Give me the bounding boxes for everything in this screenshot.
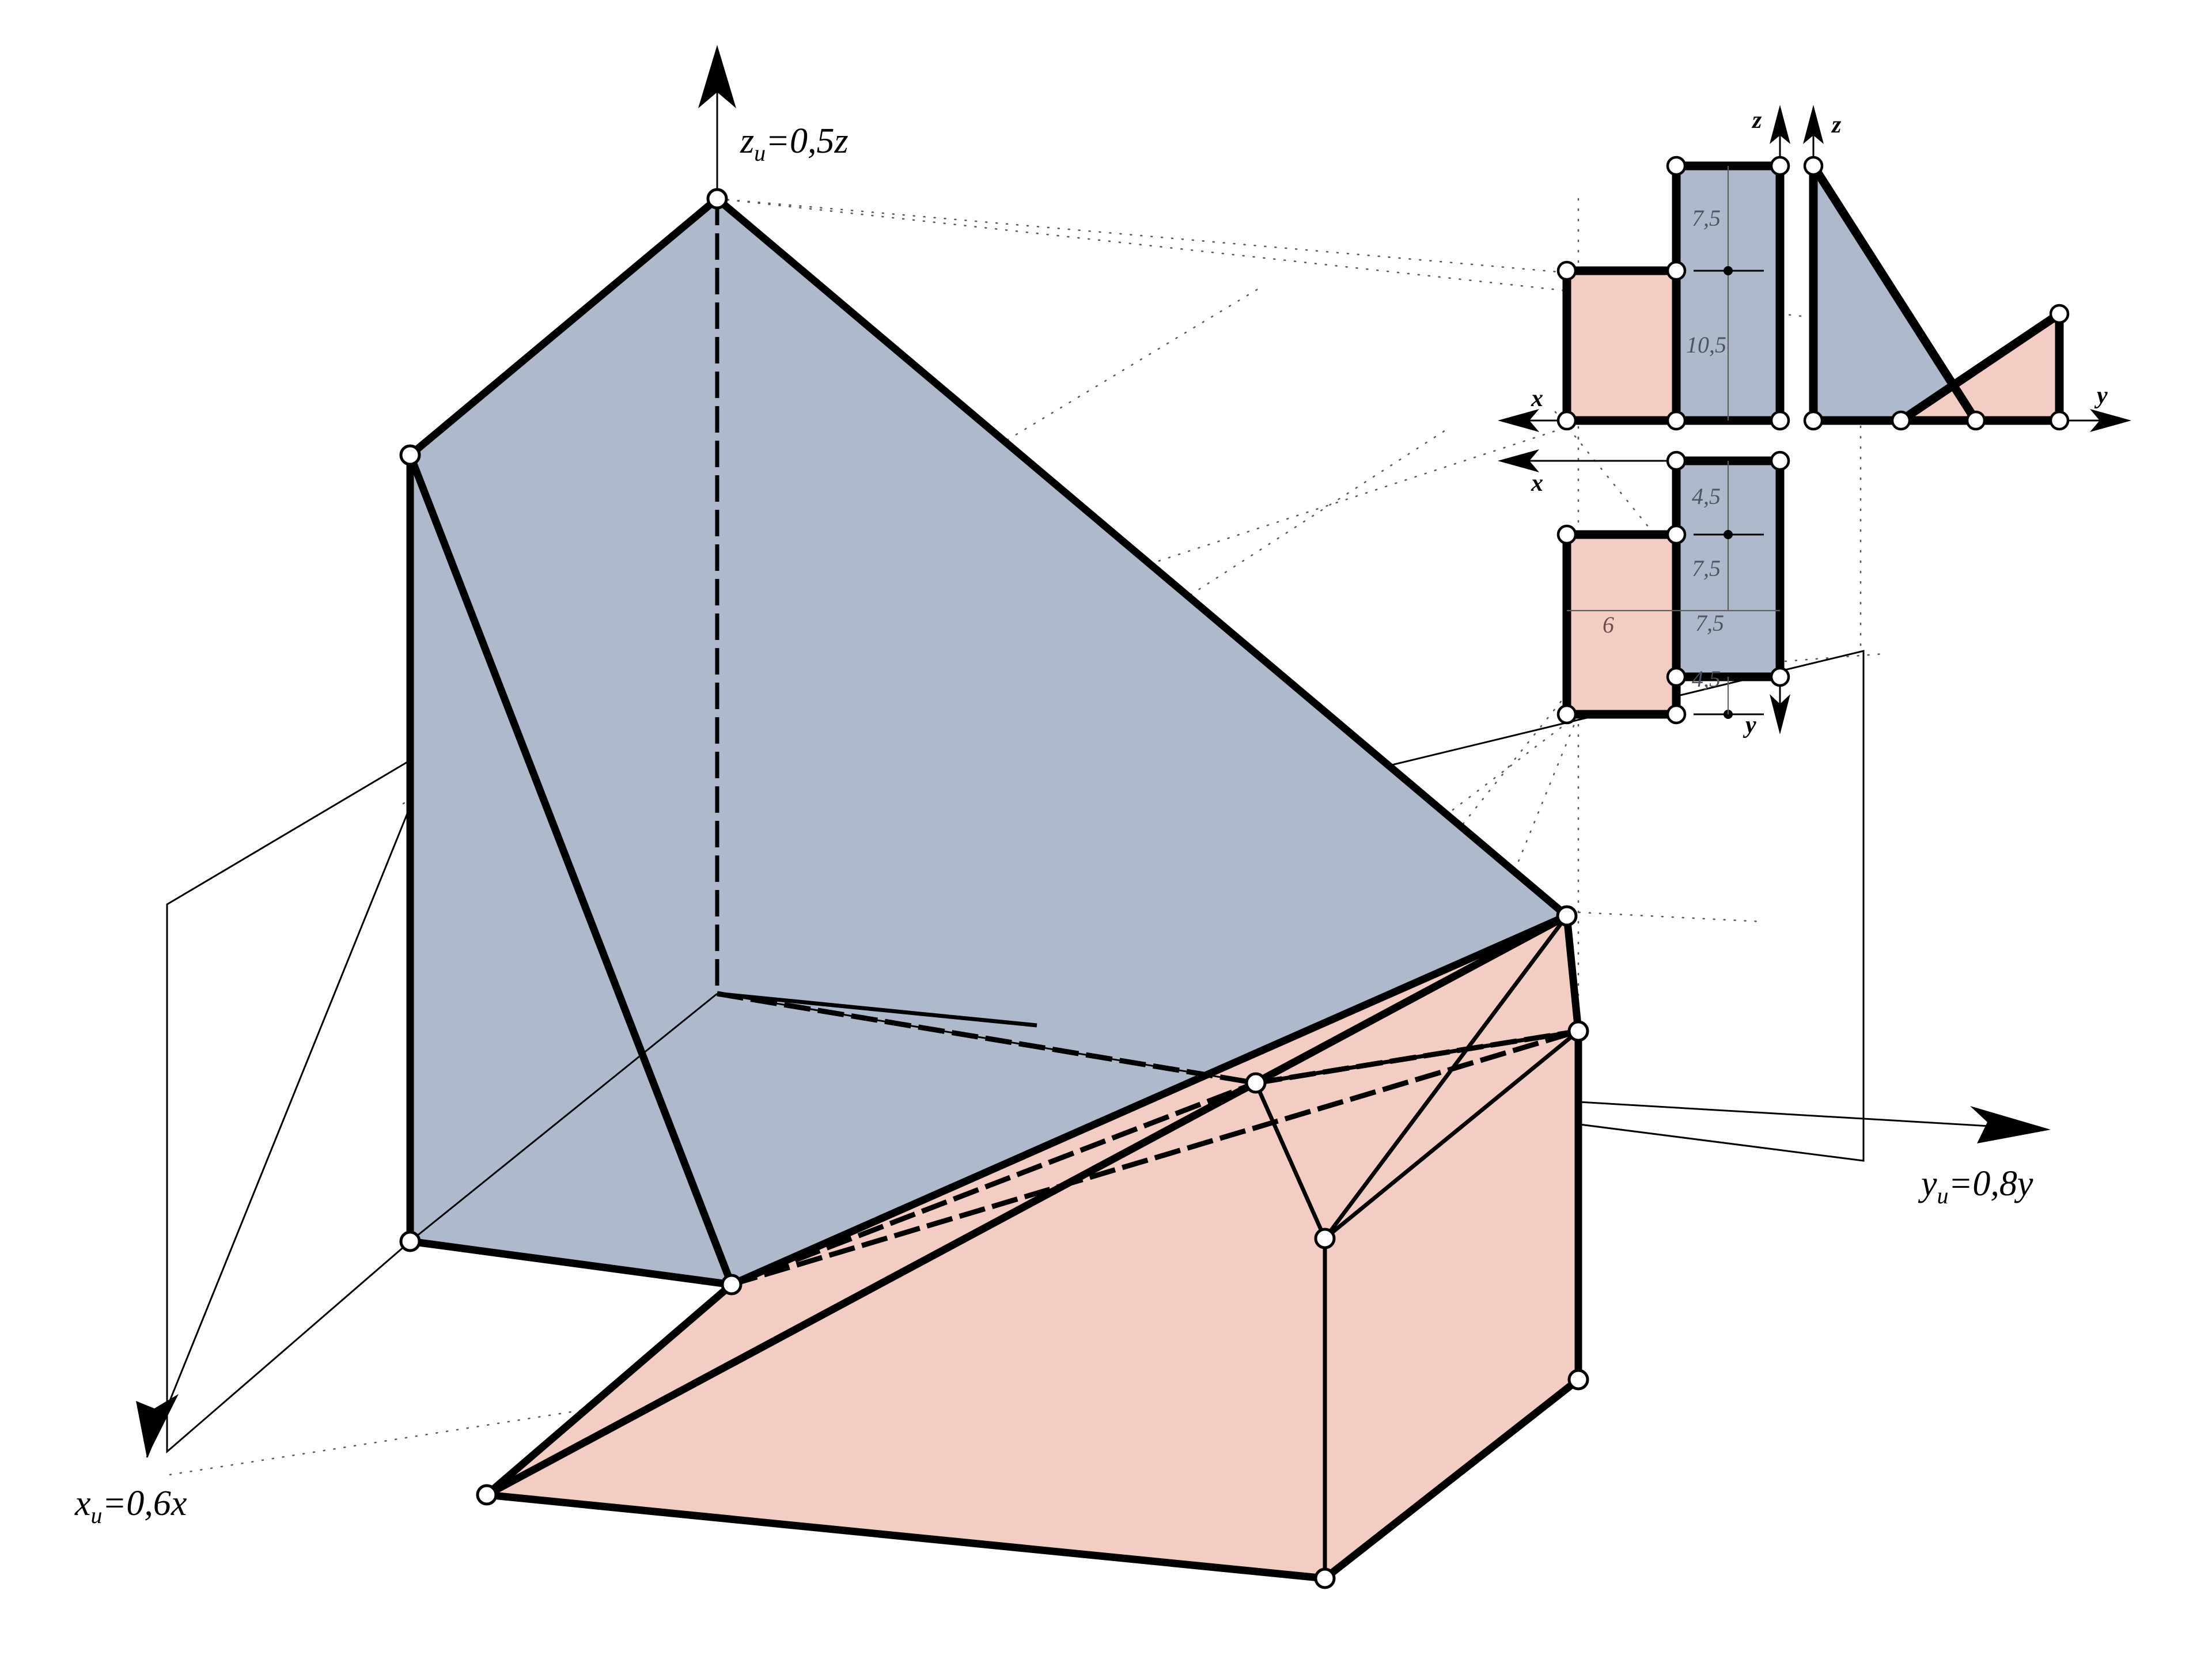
vertex-mid-back (1245, 1072, 1267, 1094)
vertex-top-left (399, 444, 421, 466)
vertex-far-right-low (1567, 1369, 1589, 1391)
axis-label-x: xu=0,6x (74, 1484, 187, 1528)
front-view-x-label: x (1531, 385, 1543, 412)
top-view-x-arrowhead (1498, 449, 1539, 472)
top-view-y-arrowhead (1770, 694, 1790, 734)
vertex-front-corner (476, 1484, 498, 1506)
side-view-group (1803, 105, 2131, 432)
top-view-y-label: y (1743, 712, 1756, 738)
front-view-z-label: z (1751, 107, 1762, 134)
top-view-pink-rect (1567, 535, 1676, 714)
side-view-y-arrowhead (2090, 409, 2131, 432)
vertex-front-right (1314, 1567, 1336, 1589)
vertex-bottom-left (399, 1230, 421, 1252)
top-view-dim-0: 4,5 (1692, 483, 1721, 509)
side-view-z-label: z (1831, 112, 1842, 138)
solid-pink-prism (487, 916, 1578, 1578)
vertex-far-right-high (1567, 1020, 1589, 1042)
side-view-z-arrowhead (1803, 105, 1824, 144)
vertex-ridge-right (1556, 905, 1578, 927)
y-axis-arrowhead (1970, 1106, 2051, 1143)
construction-edges (410, 199, 1580, 1578)
front-view-x-arrowhead (1498, 409, 1539, 432)
blue-face-outline-fill (410, 199, 1567, 1285)
front-view-z-arrowhead (1770, 105, 1790, 144)
vertex-front-lower (721, 1274, 743, 1296)
axis-label-z: zu=0,5z (740, 122, 849, 166)
front-view-dim-0: 7,5 (1692, 205, 1721, 231)
solid-blue-wedge (410, 199, 1567, 1285)
top-view-group (1498, 449, 1790, 734)
front-view-pink-rect (1567, 271, 1676, 421)
solid-outline-edges (406, 196, 1582, 1582)
top-view-dim-3: 6 (1603, 612, 1614, 638)
solid-vertices (399, 188, 1589, 1589)
pink-face-silhouette (487, 916, 1578, 1578)
z-axis-arrowhead (698, 45, 736, 108)
side-view-y-label: y (2094, 382, 2108, 409)
vertex-apex (706, 188, 728, 210)
front-view-dim-1: 10,5 (1686, 332, 1726, 358)
front-view-group (1498, 105, 1790, 432)
top-view-dim-1: 7,5 (1692, 555, 1721, 581)
x-axis-arrowhead (136, 1394, 179, 1457)
top-view-x-label: x (1531, 470, 1543, 497)
vertex-mid-front (1314, 1228, 1336, 1249)
top-view-dim-2: 7,5 (1695, 610, 1724, 636)
axis-label-y: yu=0,8y (1918, 1164, 2033, 1209)
top-view-dim-4: 4,5 (1692, 666, 1721, 692)
